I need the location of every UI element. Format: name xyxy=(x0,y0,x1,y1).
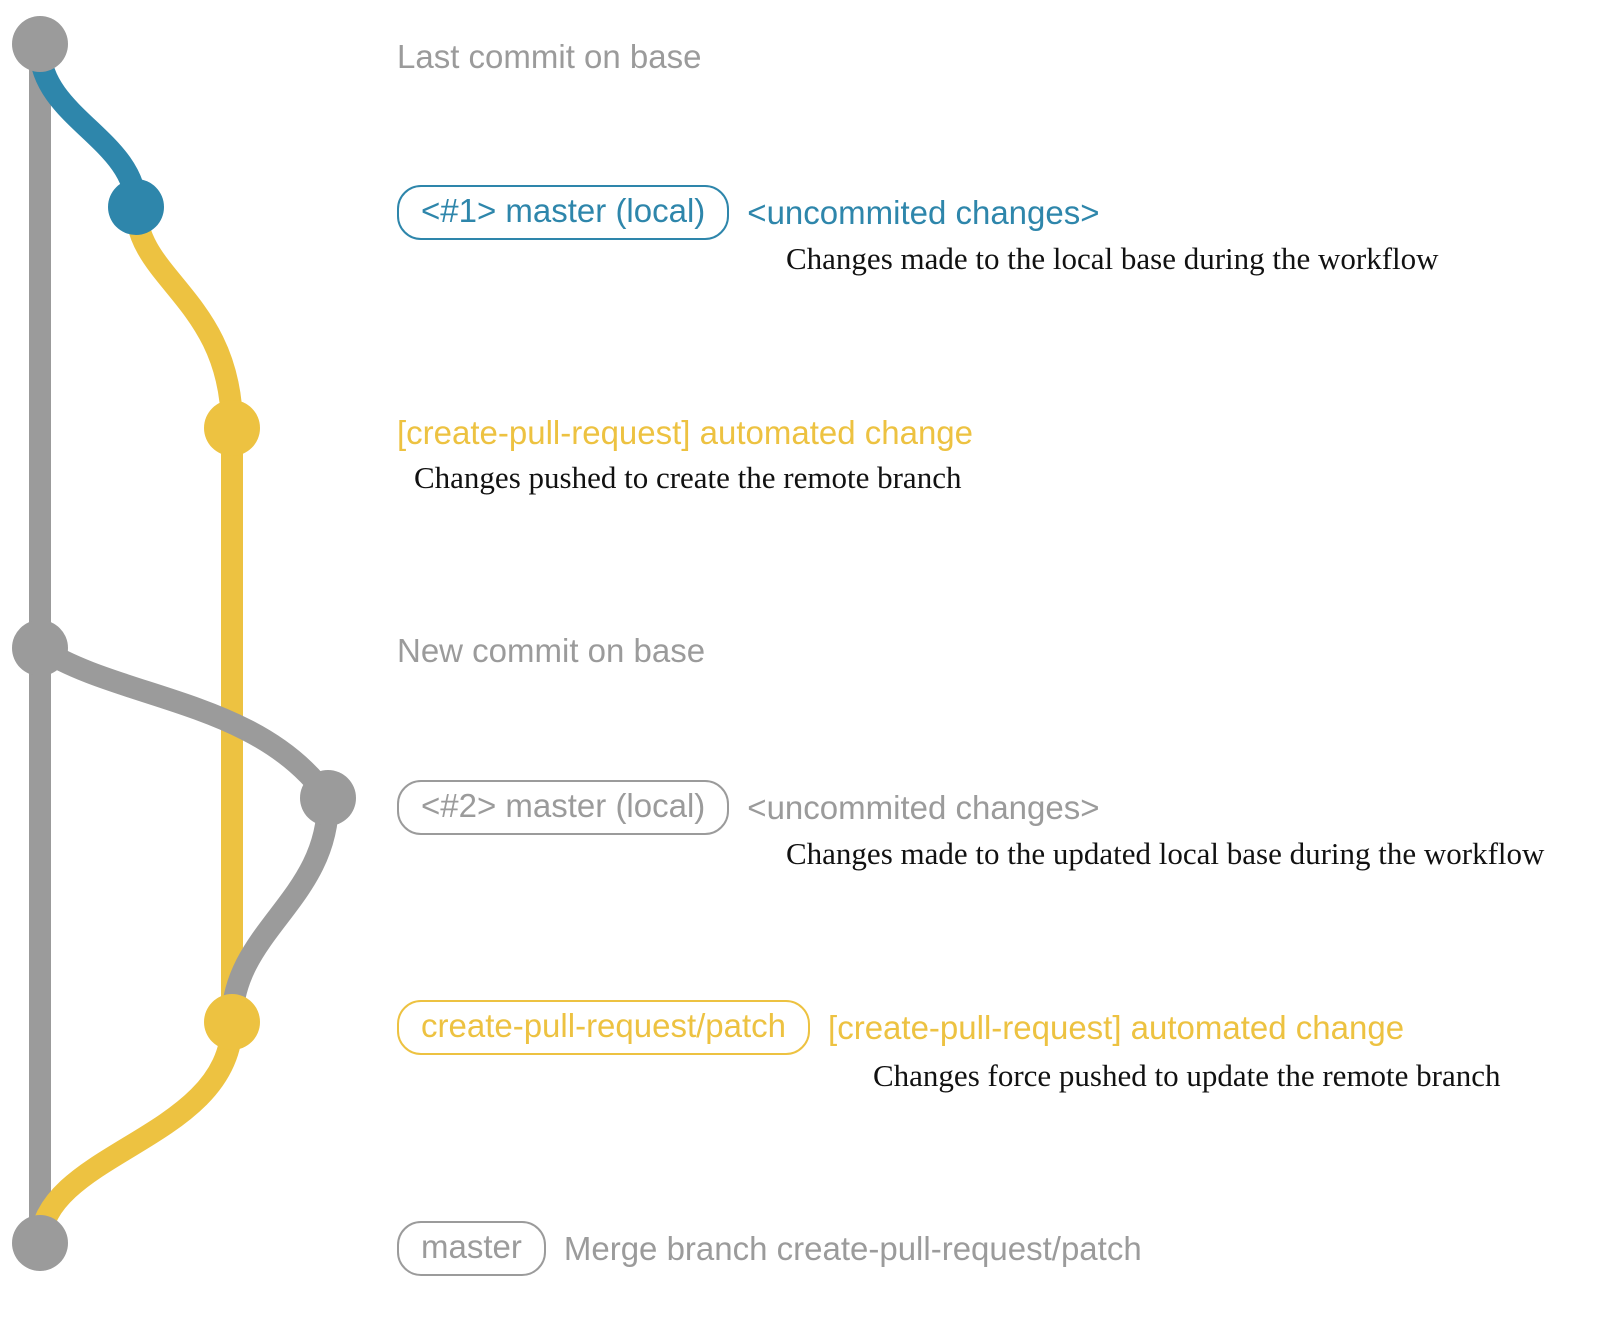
note-patch-2: Changes force pushed to update the remot… xyxy=(873,1058,1501,1093)
edge-patch2-to-merge xyxy=(29,1011,243,1254)
row-patch-2: create-pull-request/patch [create-pull-r… xyxy=(397,1000,1404,1055)
note-local-2: Changes made to the updated local base d… xyxy=(786,836,1545,871)
note-patch-1: Changes pushed to create the remote bran… xyxy=(414,460,962,495)
row-local-2: <#2> master (local) <uncommited changes> xyxy=(397,780,1100,835)
edge-local2-to-patch2 xyxy=(221,787,340,1033)
row-merge: master Merge branch create-pull-request/… xyxy=(397,1221,1142,1276)
badge-master[interactable]: master xyxy=(397,1221,546,1276)
badge-create-pull-request-patch[interactable]: create-pull-request/patch xyxy=(397,1000,811,1055)
node-merge[interactable] xyxy=(12,1215,68,1271)
label-new-commit-on-base: New commit on base xyxy=(397,632,706,669)
commit-nodes xyxy=(12,16,356,1271)
node-local-1[interactable] xyxy=(108,179,164,235)
commit-message-local-1: <uncommited changes> xyxy=(747,194,1100,231)
badge-master-local-2[interactable]: <#2> master (local) xyxy=(397,780,730,835)
node-base-new[interactable] xyxy=(12,620,68,676)
note-local-1: Changes made to the local base during th… xyxy=(786,241,1439,276)
row-local-1: <#1> master (local) <uncommited changes> xyxy=(397,185,1100,240)
badge-master-local-1[interactable]: <#1> master (local) xyxy=(397,185,730,240)
commit-message-merge: Merge branch create-pull-request/patch xyxy=(563,1230,1142,1267)
node-base-top[interactable] xyxy=(12,16,68,72)
label-last-commit-on-base: Last commit on base xyxy=(397,38,702,75)
node-local-2[interactable] xyxy=(300,770,356,826)
node-patch-2[interactable] xyxy=(204,994,260,1050)
edge-basenew-to-local2 xyxy=(29,637,339,809)
node-patch-1[interactable] xyxy=(204,400,260,456)
commit-message-patch-2: [create-pull-request] automated change xyxy=(828,1009,1405,1046)
commit-message-local-2: <uncommited changes> xyxy=(747,789,1100,826)
label-automated-change-1: [create-pull-request] automated change xyxy=(397,414,974,451)
